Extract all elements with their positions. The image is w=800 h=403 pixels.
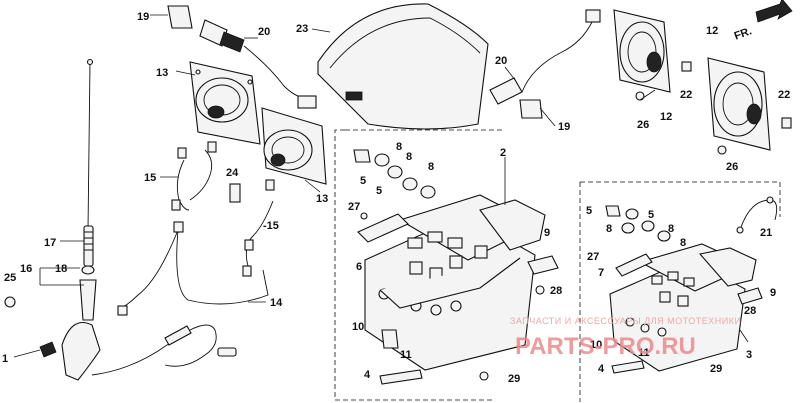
callout-8-a: 8 bbox=[396, 141, 402, 153]
callout-15: 15 bbox=[144, 172, 156, 184]
callout-19-left: 19 bbox=[137, 11, 149, 23]
callout-14: 14 bbox=[270, 297, 283, 309]
speaker-left-upper bbox=[189, 61, 261, 145]
callout-8-b: 8 bbox=[406, 151, 412, 163]
trim-piece-6 bbox=[357, 213, 409, 243]
bar-4-main bbox=[379, 369, 423, 385]
callout-11-alt: 11 bbox=[638, 347, 650, 359]
front-label: FR. bbox=[733, 25, 754, 42]
speaker-right-upper bbox=[613, 9, 671, 93]
leader-lines bbox=[13, 14, 749, 358]
callout-25: 25 bbox=[4, 272, 16, 284]
callout-20-right: 20 bbox=[495, 55, 507, 67]
callout-11-main: 11 bbox=[400, 349, 412, 361]
unit-switch-panel bbox=[407, 231, 488, 281]
callout-5-c: 5 bbox=[586, 205, 592, 217]
watermark-caption: ЗАПЧАСТИ И АКСЕССУАРЫ ДЛЯ МОТОТЕХНИКИ bbox=[510, 316, 741, 326]
callout-13-lower: 13 bbox=[316, 193, 328, 205]
callout-17: 17 bbox=[44, 237, 56, 249]
callout-22-lower: 22 bbox=[778, 89, 790, 101]
callout-18: 18 bbox=[55, 263, 67, 275]
bracket-9-main bbox=[527, 255, 559, 275]
callout-29-main: 29 bbox=[508, 373, 520, 385]
lid-cover bbox=[317, 3, 489, 130]
callout-22-upper: 22 bbox=[680, 89, 692, 101]
callout-27-alt: 27 bbox=[587, 251, 599, 263]
callout-7: 7 bbox=[598, 267, 604, 279]
callout-1: 1 bbox=[2, 353, 8, 365]
knobs-set-main bbox=[353, 149, 436, 199]
callout-23: 23 bbox=[296, 23, 308, 35]
wire-21 bbox=[739, 199, 778, 231]
callout-27-main: 27 bbox=[348, 201, 360, 213]
callout-12-upper: 12 bbox=[660, 111, 672, 123]
watermark: ЗАПЧАСТИ И АКСЕССУАРЫ ДЛЯ МОТОТЕХНИКИ PA… bbox=[510, 316, 741, 360]
callout-8-f: 8 bbox=[680, 237, 686, 249]
callout-4-main: 4 bbox=[364, 369, 371, 381]
callout-8-c: 8 bbox=[428, 161, 434, 173]
callout-28-alt: 28 bbox=[744, 305, 756, 317]
callout-16: 16 bbox=[20, 263, 32, 275]
callout-28-main: 28 bbox=[550, 285, 562, 297]
callout-10-main: 10 bbox=[352, 321, 364, 333]
callout-26-upper: 26 bbox=[637, 119, 649, 131]
connector-left bbox=[167, 5, 317, 109]
audio-unit-alt bbox=[579, 181, 781, 402]
callout-9-main: 9 bbox=[544, 227, 550, 239]
callout-5-a: 5 bbox=[360, 175, 366, 187]
callout-8-e: 8 bbox=[668, 223, 674, 235]
connector-right bbox=[489, 9, 601, 119]
speaker-right-lower bbox=[707, 57, 771, 151]
wire-harness bbox=[117, 141, 275, 316]
knobs-set-alt bbox=[605, 205, 671, 242]
callout-20-left: 20 bbox=[258, 26, 270, 38]
callout-9-alt: 9 bbox=[770, 287, 776, 299]
watermark-logo: PARTS-PRO.RU bbox=[515, 333, 696, 360]
callout-10-alt: 10 bbox=[590, 339, 602, 351]
callout-4-alt: 4 bbox=[598, 363, 605, 375]
callout-5-d: 5 bbox=[648, 209, 654, 221]
callout-12-lower: 12 bbox=[706, 25, 718, 37]
callout-21: 21 bbox=[760, 227, 772, 239]
callout-3: 3 bbox=[746, 349, 752, 361]
callout-2: 2 bbox=[500, 147, 506, 159]
speaker-left-lower bbox=[261, 107, 327, 185]
callout-29-alt: 29 bbox=[710, 363, 722, 375]
callout-26-lower: 26 bbox=[726, 161, 738, 173]
callout-labels: 19 23 20 13 13 15 24 -15 17 16 18 25 1 1… bbox=[2, 11, 790, 385]
callout-13-upper: 13 bbox=[156, 67, 168, 79]
antenna-assembly bbox=[4, 58, 237, 381]
audio-unit-main bbox=[334, 129, 546, 401]
callout-24: 24 bbox=[226, 167, 239, 179]
callout-19-right: 19 bbox=[558, 121, 570, 133]
front-direction-arrow bbox=[755, 0, 793, 23]
callout-6: 6 bbox=[356, 261, 362, 273]
callout-5-b: 5 bbox=[376, 185, 382, 197]
callout-8-d: 8 bbox=[606, 223, 612, 235]
callout-15-dash: -15 bbox=[263, 220, 279, 232]
